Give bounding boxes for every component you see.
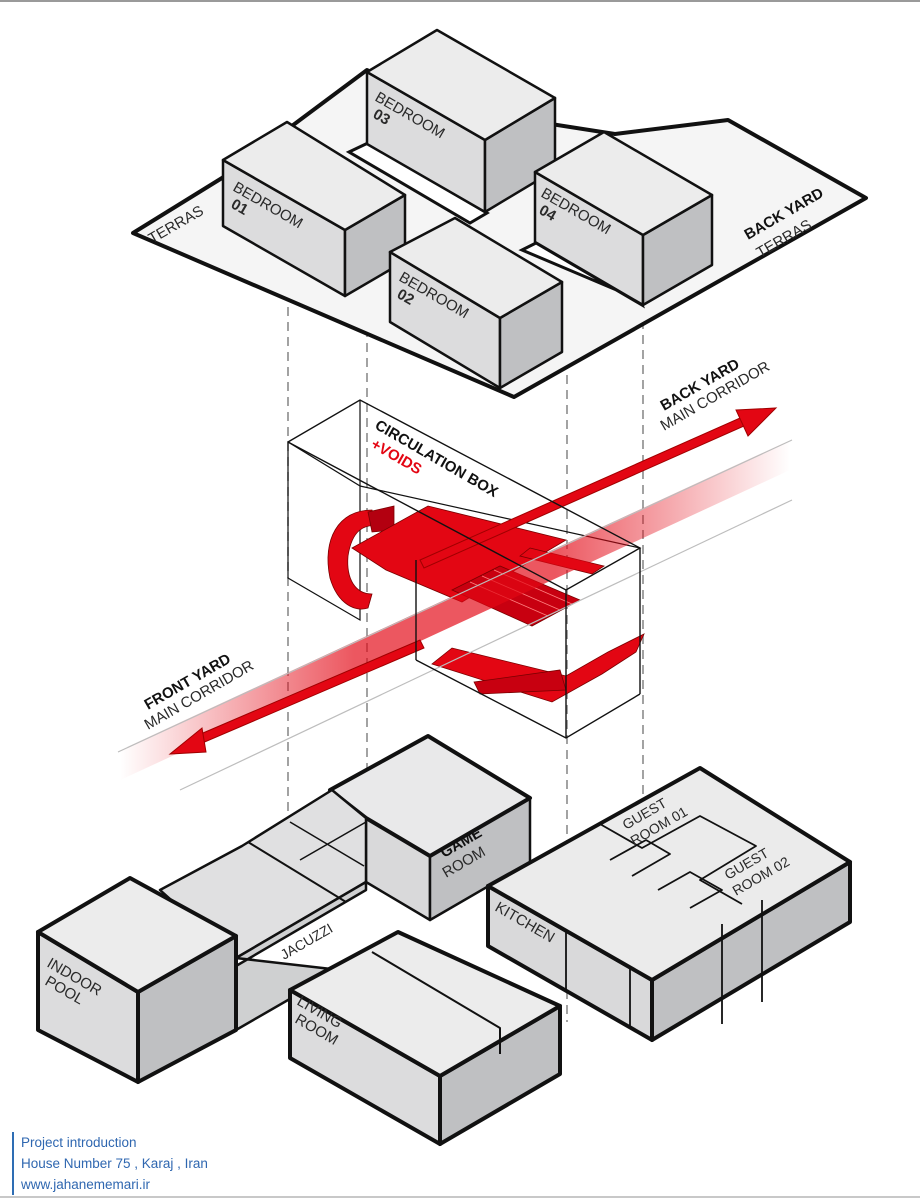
bedroom-01-block bbox=[221, 120, 407, 298]
upper-floor: TERRAS BEDROOM 01 BEDROOM 02 BEDROOM 03 … bbox=[131, 28, 868, 399]
spiral-stair bbox=[327, 509, 379, 610]
circulation-box: CIRCULATION BOX +VOIDS BACK YARD MAIN CO… bbox=[116, 355, 793, 791]
kitchen-guest-block bbox=[486, 766, 852, 1042]
corridor-band bbox=[116, 440, 790, 782]
label-circulation-box: CIRCULATION BOX +VOIDS bbox=[368, 417, 501, 501]
corridor-edge-top bbox=[117, 439, 793, 753]
corridor-edge-bottom bbox=[179, 499, 793, 791]
courtyard-void bbox=[345, 141, 490, 225]
svg-text:02: 02 bbox=[394, 286, 417, 309]
bottom-border bbox=[0, 1196, 920, 1198]
indoor-pool-block bbox=[36, 876, 238, 1084]
top-border bbox=[0, 0, 920, 2]
corridor-arrow-back-yard bbox=[419, 407, 778, 569]
svg-text:04: 04 bbox=[536, 202, 560, 225]
credits-website-link[interactable]: www.jahanememari.ir bbox=[21, 1177, 151, 1192]
ground-floor: INDOOR POOL JACUZZI GAME ROOM LIVING ROO… bbox=[36, 734, 852, 1146]
svg-text:03: 03 bbox=[370, 106, 393, 129]
bedroom-02-block bbox=[388, 216, 564, 390]
corridor-arrow-front-yard bbox=[168, 639, 425, 755]
living-room-block bbox=[288, 930, 562, 1146]
jacuzzi-block bbox=[158, 788, 368, 1032]
credits-location: House Number 75 , Karaj , Iran bbox=[21, 1156, 208, 1171]
svg-text:01: 01 bbox=[228, 196, 251, 219]
bedroom-03-block bbox=[365, 28, 557, 214]
lower-landing bbox=[431, 633, 645, 703]
credits-title: Project introduction bbox=[21, 1135, 137, 1150]
project-credits: Project introduction House Number 75 , K… bbox=[12, 1132, 208, 1195]
circulation-voids bbox=[327, 505, 645, 703]
game-room-block bbox=[328, 734, 532, 922]
bedroom-04-block bbox=[533, 130, 714, 307]
